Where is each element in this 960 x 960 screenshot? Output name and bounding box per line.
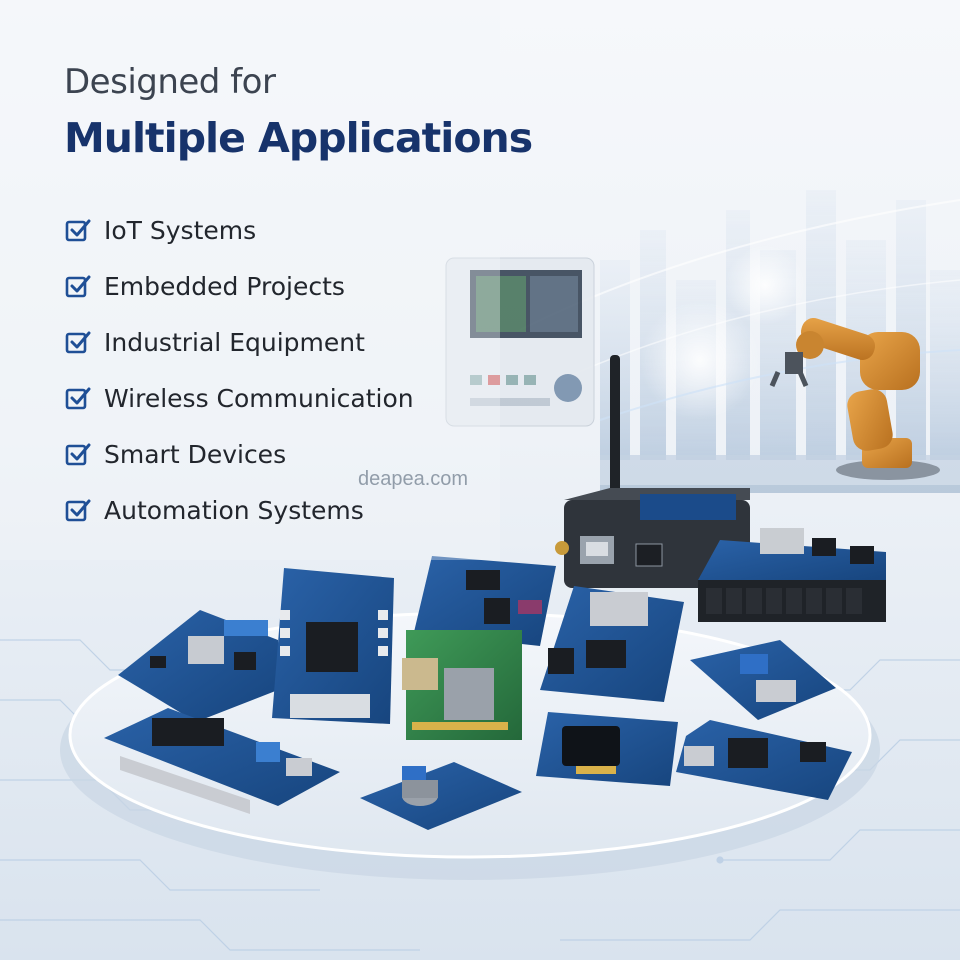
list-item: Automation Systems: [64, 482, 414, 538]
stacked-board: [698, 528, 886, 622]
list-item: Wireless Communication: [64, 370, 414, 426]
application-label: Embedded Projects: [104, 271, 345, 301]
board-top-center: [414, 556, 556, 646]
board-terminal: [690, 640, 836, 720]
watermark: deapea.com: [358, 468, 469, 490]
checkbox-icon: [65, 219, 91, 242]
applications-list: IoT Systems Embedded Projects Industrial…: [64, 202, 414, 538]
checkbox-icon: [65, 443, 91, 466]
robot-arm: [769, 318, 940, 480]
list-item: Smart Devices: [64, 426, 414, 482]
application-label: Smart Devices: [104, 439, 287, 469]
application-label: Wireless Communication: [104, 383, 414, 413]
board-wifi-module: [540, 586, 684, 702]
headline-main: Multiple Applications: [64, 114, 533, 162]
checkbox-icon: [65, 275, 91, 298]
wireless-gateway: [555, 355, 750, 588]
application-label: Industrial Equipment: [104, 327, 365, 357]
board-mcu-header: [272, 568, 394, 724]
list-item: Industrial Equipment: [64, 314, 414, 370]
board-usb-right: [676, 720, 852, 800]
list-item: Embedded Projects: [64, 258, 414, 314]
board-capacitor: [360, 762, 522, 830]
board-green: [402, 630, 522, 740]
application-label: IoT Systems: [104, 215, 257, 245]
list-item: IoT Systems: [64, 202, 414, 258]
headline-pre: Designed for: [64, 62, 276, 102]
checkbox-icon: [65, 387, 91, 410]
control-panel: [445, 257, 595, 427]
checkbox-icon: [65, 331, 91, 354]
checkbox-icon: [65, 499, 91, 522]
board-display: [536, 712, 678, 786]
board-left-module: [118, 610, 278, 722]
headline: Designed for Multiple Applications: [64, 62, 533, 162]
board-long-usb: [104, 708, 340, 814]
application-label: Automation Systems: [104, 495, 364, 525]
